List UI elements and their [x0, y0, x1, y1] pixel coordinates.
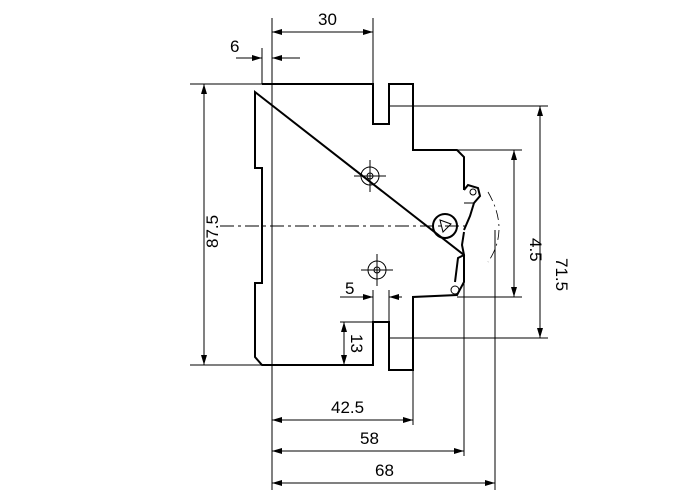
dim-label-87-5: 87.5 — [203, 215, 222, 248]
upper-screw-terminal — [354, 160, 386, 192]
dim-depth-to-front: 58 — [272, 429, 464, 454]
dim-label-42-5: 42.5 — [331, 398, 364, 417]
dim-label-5: 5 — [345, 279, 354, 298]
dim-label-68: 68 — [375, 461, 394, 480]
dim-label-6: 6 — [230, 37, 239, 56]
dim-label-30: 30 — [318, 10, 337, 29]
lower-screw-terminal — [361, 254, 393, 286]
dim-slot-depth: 13 — [341, 322, 366, 365]
dim-label-58: 58 — [360, 429, 379, 448]
lever-swing-arc — [487, 191, 500, 263]
dim-label-4-5: 4.5 — [526, 238, 545, 262]
dim-depth-to-step: 42.5 — [272, 398, 413, 423]
extension-lines — [190, 18, 548, 490]
dim-top-width: 30 — [272, 10, 373, 35]
dim-mounting-height: 71.5 — [537, 106, 571, 338]
dim-label-71-5: 71.5 — [552, 258, 571, 291]
toggle-lever — [432, 183, 482, 295]
dim-terminal-height: 4.5 — [511, 150, 545, 297]
dim-total-height: 87.5 — [201, 84, 222, 365]
dim-slot-width: 5 — [340, 279, 402, 300]
dim-label-13: 13 — [347, 334, 366, 353]
dim-front-offset: 6 — [230, 37, 300, 61]
dim-depth-overall: 68 — [272, 461, 495, 486]
